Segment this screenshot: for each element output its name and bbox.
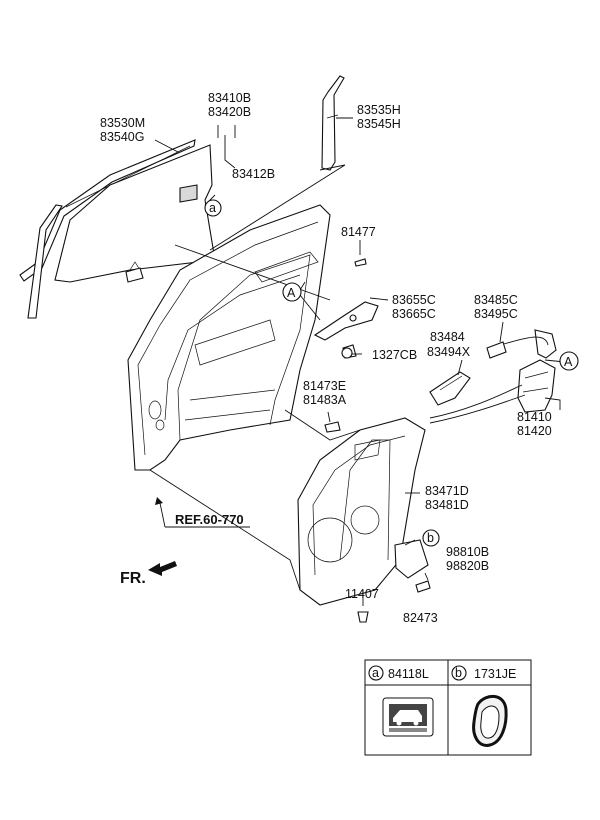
svg-text:b: b (455, 666, 462, 680)
svg-text:a: a (372, 666, 379, 680)
legend-a-part: 84118L (388, 667, 429, 681)
label-81473E: 81473E (303, 379, 346, 393)
screw-11407 (357, 611, 369, 623)
label-83420B: 83420B (208, 105, 251, 119)
label-1327CB: 1327CB (372, 348, 417, 362)
callout-A-right: A (559, 351, 579, 371)
screw-82473 (415, 580, 431, 593)
svg-text:A: A (287, 286, 296, 300)
label-83412B: 83412B (232, 167, 275, 181)
door-panel (127, 204, 331, 471)
leader-lines (149, 117, 566, 606)
label-83410B: 83410B (208, 91, 251, 105)
ref-label: REF.60-770 (175, 512, 244, 527)
inside-handle (429, 371, 471, 406)
svg-text:a: a (209, 201, 216, 215)
door-glass (54, 144, 216, 283)
door-latch (429, 329, 557, 424)
label-98810B: 98810B (446, 545, 489, 559)
label-83535H: 83535H (357, 103, 401, 117)
callout-a-glass: a (204, 199, 222, 217)
legend-table: a 84118L b 1731JE (364, 659, 532, 756)
label-11407: 11407 (345, 587, 379, 601)
label-83540G: 83540G (100, 130, 144, 144)
label-82473: 82473 (403, 611, 438, 625)
label-83471D: 83471D (425, 484, 469, 498)
svg-text:A: A (564, 355, 573, 369)
plug-grommet-icon (472, 695, 508, 747)
center-sash (321, 75, 345, 171)
caution-label-icon (382, 697, 434, 737)
outside-handle (313, 258, 379, 359)
label-98820B: 98820B (446, 559, 489, 573)
part-labels: 83530M 83540G 83410B 83420B 83412B 83535… (100, 91, 552, 625)
front-arrow-icon (148, 561, 177, 576)
legend-a-header: a 84118L (368, 665, 429, 681)
label-81483A: 81483A (303, 393, 347, 407)
label-81410: 81410 (517, 410, 552, 424)
legend-b-part: 1731JE (474, 667, 516, 681)
label-83530M: 83530M (100, 116, 145, 130)
callout-A-left: A (282, 282, 302, 302)
glass-run-channel (19, 139, 196, 319)
label-83545H: 83545H (357, 117, 401, 131)
window-regulator (297, 417, 429, 606)
front-label: FR. (120, 570, 146, 587)
label-81420: 81420 (517, 424, 552, 438)
label-81477: 81477 (341, 225, 376, 239)
label-83485C: 83485C (474, 293, 518, 307)
callout-b-regulator: b (422, 529, 440, 547)
label-83481D: 83481D (425, 498, 469, 512)
label-83655C: 83655C (392, 293, 436, 307)
ref-arrow (155, 497, 250, 528)
label-83495C: 83495C (474, 307, 518, 321)
svg-text:b: b (427, 531, 434, 545)
label-83484: 83484 (430, 330, 465, 344)
clip-1327CB (341, 347, 353, 359)
label-83665C: 83665C (392, 307, 436, 321)
label-83494X: 83494X (427, 345, 471, 359)
legend-b-header: b 1731JE (451, 665, 516, 681)
